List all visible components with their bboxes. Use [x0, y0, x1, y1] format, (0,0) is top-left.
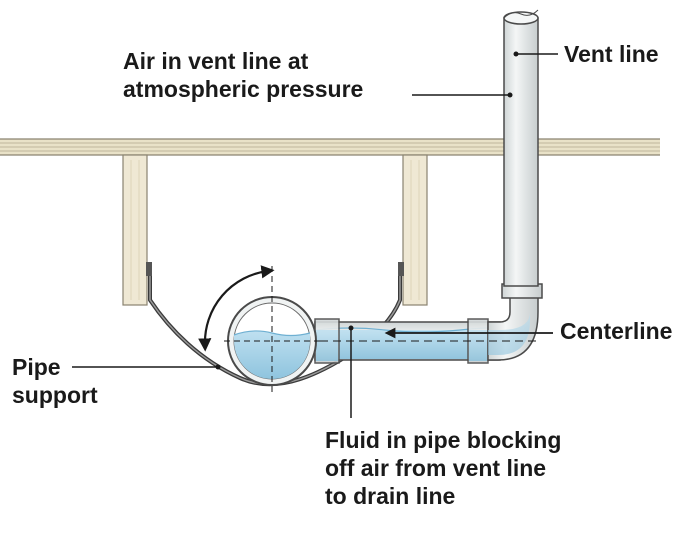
- label-air-line-1: Air in vent line at: [123, 48, 309, 74]
- label-fluid-line-2: off air from vent line: [325, 455, 547, 481]
- horizontal-drain-pipe: [314, 318, 501, 364]
- subfloor: [0, 138, 660, 156]
- joist-right: [402, 154, 428, 306]
- label-pipe-line-2: support: [12, 382, 98, 408]
- label-air-in-vent: Air in vent line at atmospheric pressure: [123, 47, 363, 103]
- leader-fluid-dot: [348, 325, 354, 331]
- leader-support-dot: [215, 364, 221, 370]
- label-pipe-support: Pipe support: [12, 353, 98, 409]
- joist-left: [122, 154, 148, 306]
- label-vent-text: Vent line: [564, 41, 659, 67]
- label-fluid-line-1: Fluid in pipe blocking: [325, 427, 562, 453]
- label-pipe-line-1: Pipe: [12, 354, 61, 380]
- rotation-arrow: [198, 265, 275, 352]
- leader-vent-dot: [513, 51, 519, 57]
- label-centerline: Centerline: [560, 317, 672, 345]
- vent-pipe: [503, 9, 539, 287]
- pipe-elbow: [487, 283, 543, 361]
- label-centerline-text: Centerline: [560, 318, 673, 344]
- label-fluid-line-3: to drain line: [325, 483, 456, 509]
- leader-air-dot: [507, 92, 513, 98]
- label-vent-line: Vent line: [564, 40, 659, 68]
- label-air-line-2: atmospheric pressure: [123, 76, 364, 102]
- label-fluid-blocking: Fluid in pipe blocking off air from vent…: [325, 426, 561, 510]
